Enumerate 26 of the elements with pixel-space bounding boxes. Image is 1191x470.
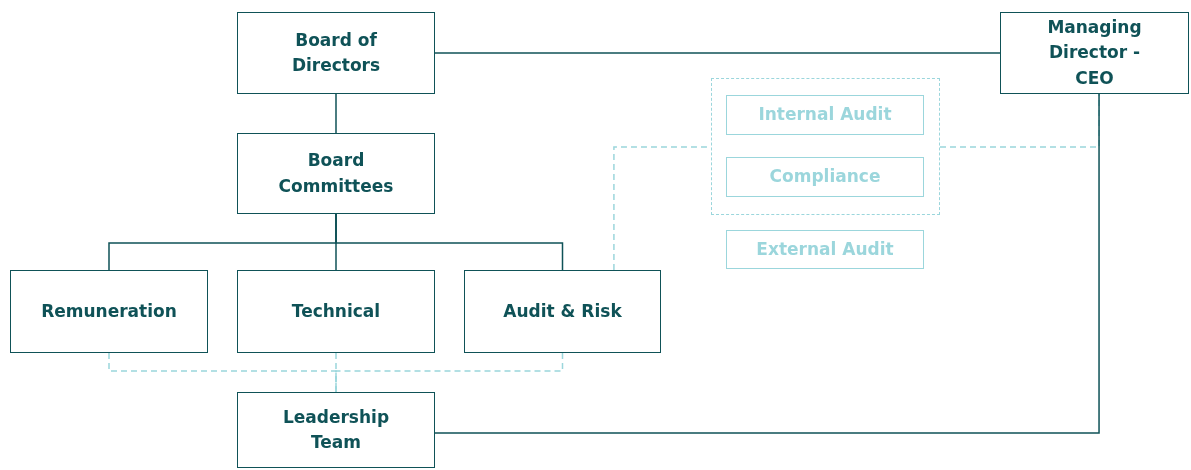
box-label: Compliance: [768, 165, 882, 189]
org-box: [464, 270, 661, 353]
box-label: Leadership Team: [281, 405, 391, 454]
org-box: [10, 270, 208, 353]
dashed-connector-line: [335, 352, 564, 393]
box-label: Internal Audit: [757, 103, 893, 127]
box-label: Managing Director - CEO: [1046, 15, 1143, 90]
org-box: [237, 270, 435, 353]
org-box: [726, 157, 924, 197]
connector-line: [434, 93, 1100, 434]
dashed-group-box: [711, 78, 940, 215]
box-label: Technical: [290, 299, 382, 323]
connector-line: [335, 213, 564, 271]
org-box: [726, 95, 924, 135]
org-box: [237, 133, 435, 214]
box-label: External Audit: [755, 237, 895, 261]
box-label: Remuneration: [40, 299, 178, 323]
org-box: [237, 12, 435, 94]
box-label: Audit & Risk: [502, 299, 623, 323]
connector-line: [335, 93, 337, 134]
connector-line: [434, 52, 1001, 54]
org-box: [726, 230, 924, 269]
org-box: [1000, 12, 1189, 94]
org-box: [237, 392, 435, 468]
box-label: Board Committees: [277, 149, 395, 198]
box-label: Board of Directors: [290, 28, 382, 77]
